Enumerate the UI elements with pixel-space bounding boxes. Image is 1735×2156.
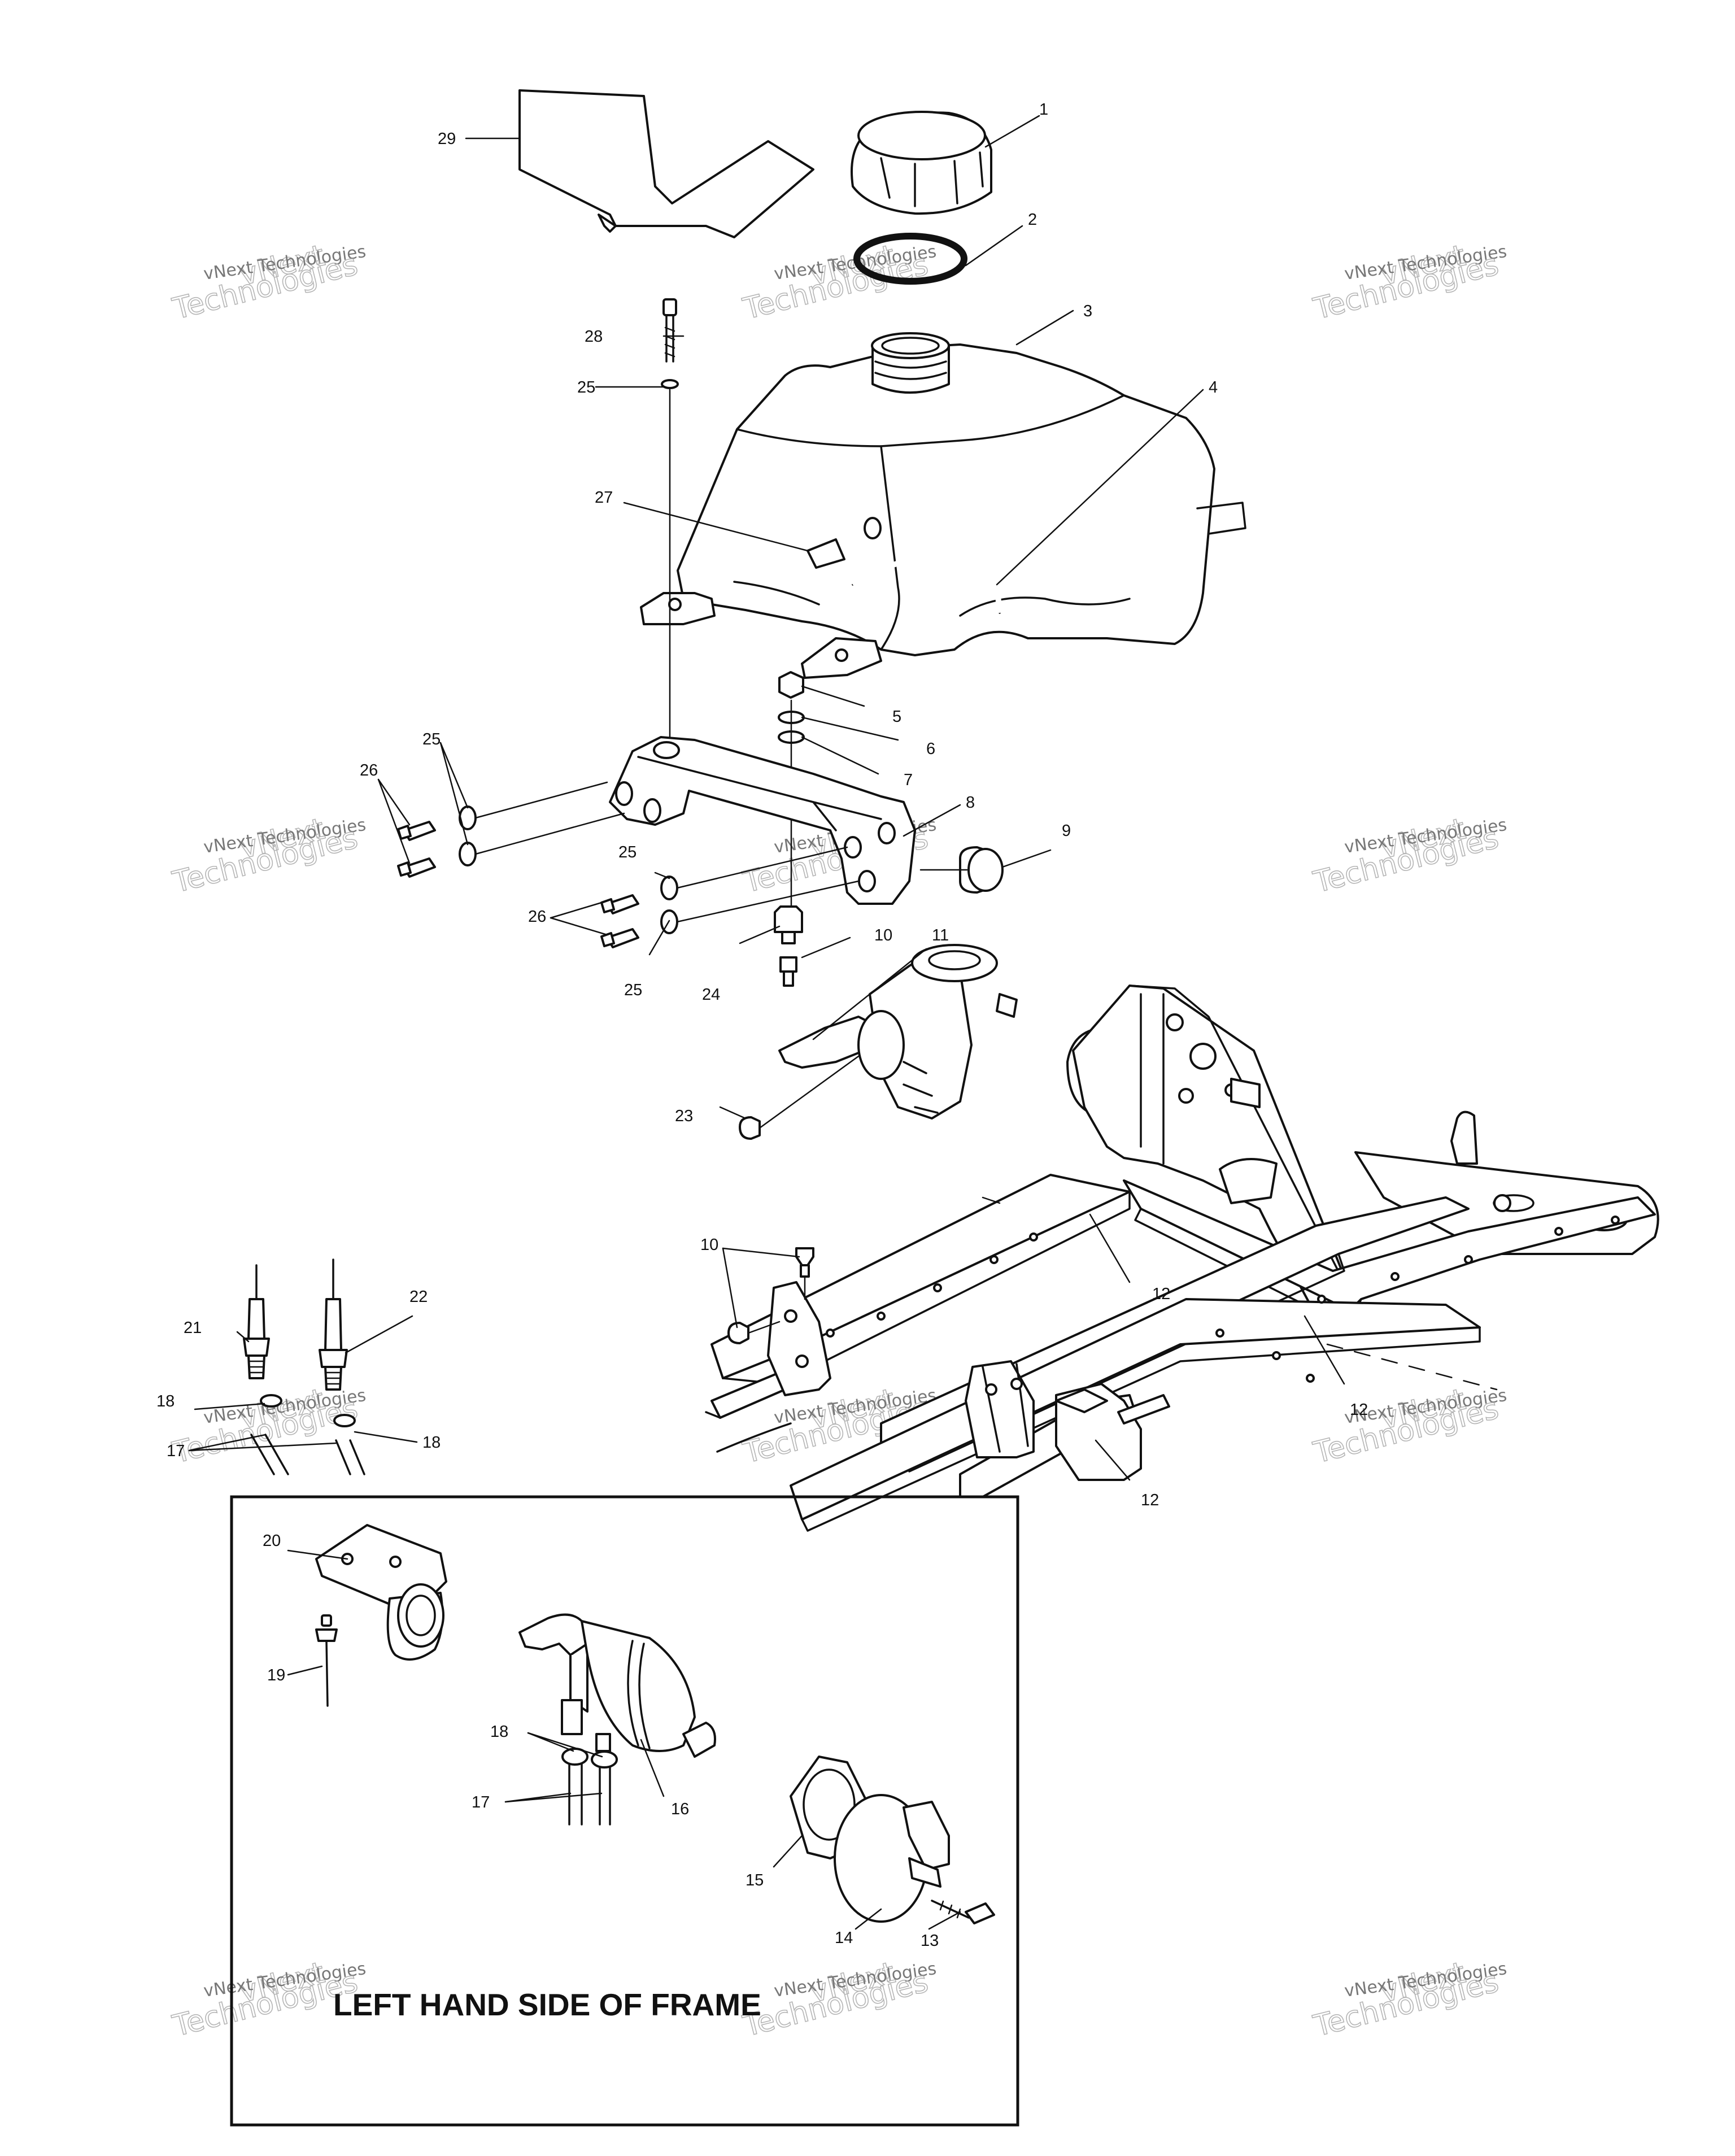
callout-2: 2 bbox=[1028, 211, 1037, 229]
inset-fuel-filter-illustration bbox=[518, 1613, 716, 1826]
inset-screw-illustration bbox=[931, 1900, 995, 1924]
watermark-bottom-right: vNext vNext Technologies Technologies bbox=[1310, 1955, 1508, 2044]
plug-illustration bbox=[919, 846, 1004, 894]
o-ring-illustration bbox=[853, 233, 967, 285]
callout-4: 4 bbox=[1209, 378, 1218, 397]
callout-25-upper: 25 bbox=[422, 730, 441, 748]
fuel-valve-assembly bbox=[739, 905, 1018, 1140]
callout-17-inset: 17 bbox=[472, 1793, 490, 1811]
callout-12-right: 12 bbox=[1350, 1401, 1368, 1419]
callout-22: 22 bbox=[409, 1288, 428, 1306]
callout-24: 24 bbox=[702, 986, 720, 1004]
callout-18-left: 18 bbox=[156, 1392, 175, 1410]
callout-9: 9 bbox=[1062, 822, 1071, 840]
callout-21: 21 bbox=[184, 1319, 202, 1337]
watermark-top-right: vNext vNext Technologies Technologies bbox=[1310, 238, 1508, 327]
callout-8: 8 bbox=[966, 794, 975, 812]
inset-rivet-illustration bbox=[315, 1614, 338, 1707]
callout-labels: 1 2 3 4 5 6 7 8 9 10 10 11 12 12 12 13 1… bbox=[156, 101, 1368, 1950]
callout-14: 14 bbox=[835, 1929, 853, 1947]
callout-27: 27 bbox=[595, 489, 613, 507]
callout-23: 23 bbox=[675, 1107, 693, 1125]
inset-bracket-illustration bbox=[315, 1524, 447, 1661]
callout-25-mid: 25 bbox=[618, 843, 637, 861]
callout-26-lower: 26 bbox=[528, 908, 546, 926]
callout-5: 5 bbox=[892, 708, 901, 726]
callout-13: 13 bbox=[921, 1932, 939, 1950]
inset-caption: LEFT HAND SIDE OF FRAME bbox=[333, 1987, 761, 2022]
fuel-cap-illustration bbox=[851, 111, 992, 215]
frame-illustration bbox=[705, 985, 1659, 1532]
callout-1: 1 bbox=[1039, 101, 1048, 119]
callout-7: 7 bbox=[904, 771, 913, 789]
watermark-mid-left: vNext vNext Technologies Technologies bbox=[169, 812, 367, 900]
callout-29: 29 bbox=[438, 130, 456, 148]
callout-15: 15 bbox=[746, 1871, 764, 1889]
leader-lines bbox=[188, 115, 1345, 1930]
callout-10-frame: 10 bbox=[700, 1236, 718, 1254]
callout-19: 19 bbox=[267, 1666, 285, 1684]
callout-25-top: 25 bbox=[577, 378, 595, 397]
mount-bolt-illustration bbox=[661, 298, 679, 747]
callout-26-upper: 26 bbox=[360, 761, 378, 779]
inset-frame bbox=[230, 1495, 1019, 2127]
watermark-low-right: vNext vNext Technologies Technologies bbox=[1310, 1382, 1508, 1471]
fuel-tank-illustration bbox=[640, 332, 1246, 679]
callout-11: 11 bbox=[932, 926, 949, 944]
callout-10-valve: 10 bbox=[874, 926, 892, 944]
callout-25-low: 25 bbox=[624, 981, 642, 999]
callout-16: 16 bbox=[671, 1800, 689, 1818]
tank-bracket-illustration bbox=[609, 736, 916, 905]
callout-20: 20 bbox=[263, 1532, 281, 1550]
inset-cover-illustration bbox=[834, 1794, 950, 1923]
callout-28: 28 bbox=[585, 328, 603, 346]
callout-18-inset: 18 bbox=[490, 1723, 508, 1741]
callout-12-lower: 12 bbox=[1141, 1491, 1159, 1509]
foam-pad-illustration bbox=[518, 89, 814, 238]
callout-17-frame: 17 bbox=[167, 1442, 185, 1460]
callout-12-upper: 12 bbox=[1152, 1285, 1170, 1303]
callout-3: 3 bbox=[1083, 302, 1092, 320]
callout-6: 6 bbox=[926, 740, 935, 758]
fuel-line-fittings bbox=[243, 1258, 365, 1475]
watermark-mid-right: vNext vNext Technologies Technologies bbox=[1310, 812, 1508, 900]
watermark-bottom-center: vNext vNext Technologies Technologies bbox=[739, 1955, 938, 2044]
callout-18-right: 18 bbox=[422, 1434, 441, 1452]
watermark-top-left: vNext vNext Technologies Technologies bbox=[169, 238, 367, 327]
